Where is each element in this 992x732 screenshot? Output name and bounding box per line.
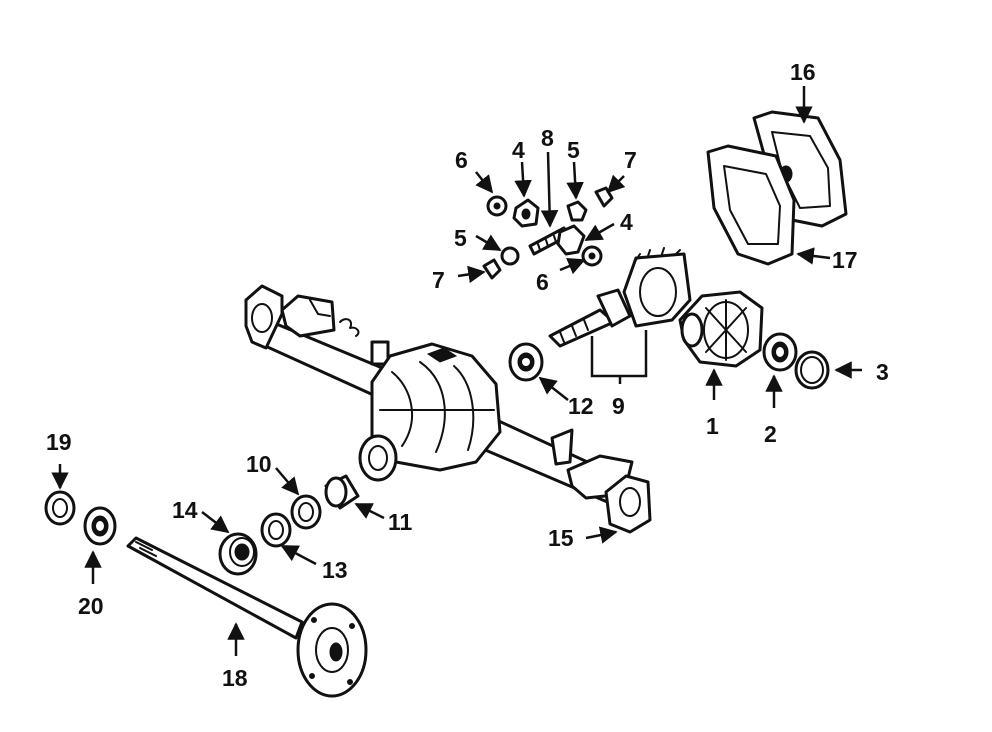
callout-8: 8: [541, 125, 554, 151]
bearing-20: [83, 506, 117, 546]
axle-housing: [244, 284, 652, 534]
bearing-14: [218, 532, 258, 576]
callout-20: 20: [78, 593, 104, 619]
seal-19: [44, 490, 76, 526]
callout-7-left: 7: [432, 267, 445, 293]
callout-5-left: 5: [454, 225, 467, 251]
callout-4-right: 4: [620, 209, 633, 235]
callout-2: 2: [764, 421, 777, 447]
callout-12: 12: [568, 393, 594, 419]
axle-shaft: [126, 536, 368, 698]
callout-7-top: 7: [624, 147, 637, 173]
differential-case-1: [678, 290, 764, 368]
callout-labels: 1 2 3 4 4 5 5 6 6 7 7 8 9 10 11 12 13 14…: [46, 59, 889, 691]
callout-10: 10: [246, 451, 272, 477]
bearing-cup-10: [290, 494, 322, 530]
spider-gear-cluster: [482, 186, 614, 280]
leader-lines: [51, 86, 862, 656]
callout-3: 3: [876, 359, 889, 385]
shim-3: [794, 350, 830, 390]
callout-5-top: 5: [567, 137, 580, 163]
callout-9: 9: [612, 393, 625, 419]
callout-17: 17: [832, 247, 858, 273]
callout-11: 11: [388, 509, 413, 535]
seal-12: [508, 342, 544, 382]
callout-16: 16: [790, 59, 816, 85]
callout-19: 19: [46, 429, 72, 455]
gasket-17: [706, 144, 796, 266]
spacer-11: [324, 474, 360, 510]
callout-4-top: 4: [512, 137, 525, 163]
bearing-cup-13: [260, 512, 292, 548]
callout-15: 15: [548, 525, 574, 551]
callout-18: 18: [222, 665, 248, 691]
callout-6-bottom: 6: [536, 269, 549, 295]
callout-14: 14: [172, 497, 198, 523]
callout-13: 13: [322, 557, 348, 583]
ring-and-pinion-9: [548, 247, 692, 348]
callout-1: 1: [706, 413, 719, 439]
bearing-2: [762, 332, 798, 372]
callout-6-top: 6: [455, 147, 468, 173]
